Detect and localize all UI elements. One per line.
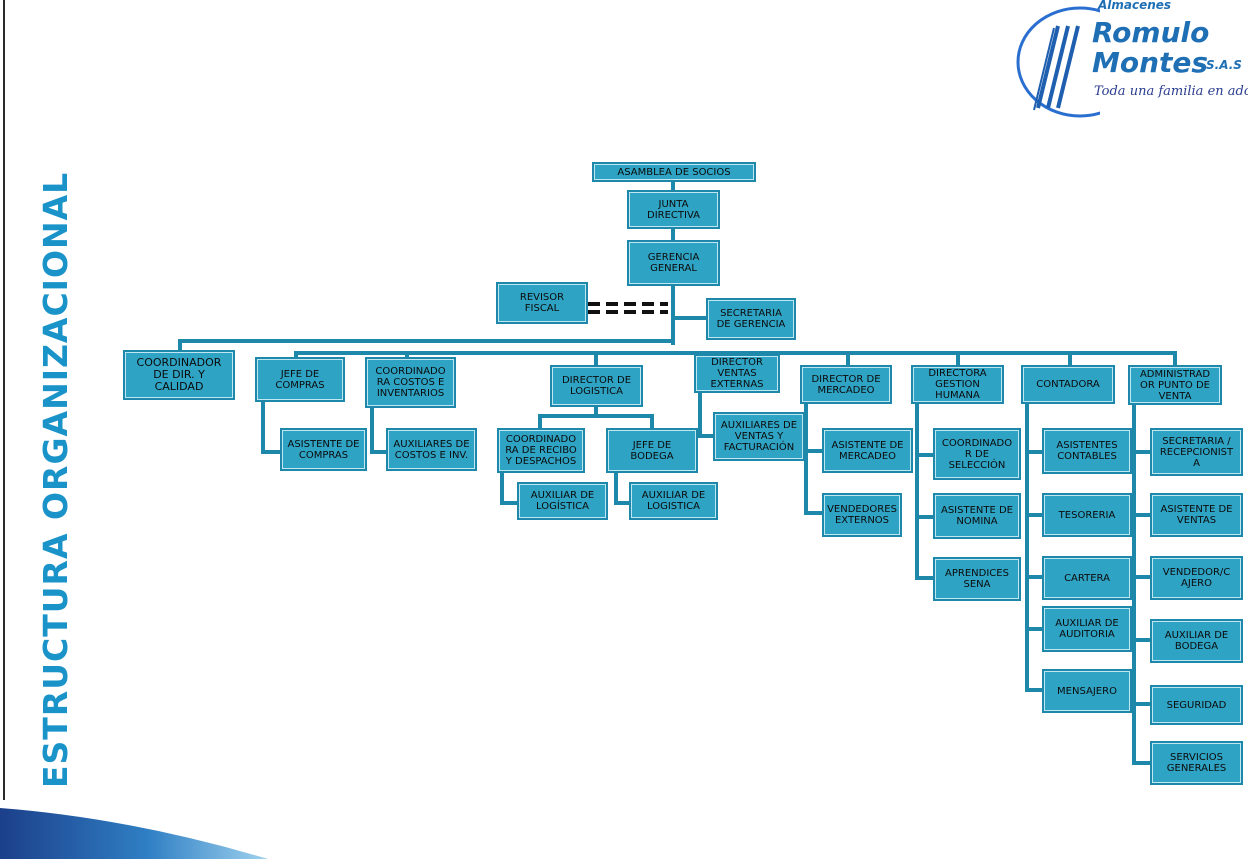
node-coordinador-dir-calidad: COORDINADOR DE DIR. Y CALIDAD xyxy=(123,350,235,400)
node-auxiliar-de-logistica-2: AUXILIAR DE LOGISTICA xyxy=(629,482,718,520)
node-director-ventas-externas: DIRECTOR VENTAS EXTERNAS xyxy=(694,354,780,393)
logo-name-line1: Romulo xyxy=(1092,16,1210,49)
node-jefe-de-compras: JEFE DE COMPRAS xyxy=(255,357,345,402)
node-asistente-de-ventas: ASISTENTE DE VENTAS xyxy=(1150,493,1243,537)
node-asistente-de-mercadeo: ASISTENTE DE MERCADEO xyxy=(822,428,913,473)
node-auxiliar-de-bodega: AUXILIAR DE BODEGA xyxy=(1150,619,1243,663)
node-tesoreria: TESORERIA xyxy=(1042,493,1132,537)
node-director-de-logistica: DIRECTOR DE LOGISTICA xyxy=(550,365,643,407)
logo-tagline: Toda una familia en adorn xyxy=(1094,84,1248,99)
logo-suffix: S.A.S xyxy=(1206,58,1242,72)
left-border-line xyxy=(3,0,5,800)
node-contadora: CONTADORA xyxy=(1021,365,1115,404)
node-jefe-de-bodega: JEFE DE BODEGA xyxy=(606,428,698,473)
node-director-de-mercadeo: DIRECTOR DE MERCADEO xyxy=(800,365,892,404)
node-auxiliar-de-logistica-1: AUXILIAR DE LOGÍSTICA xyxy=(517,482,608,520)
node-mensajero: MENSAJERO xyxy=(1042,669,1132,713)
node-auxiliares-costos: AUXILIARES DE COSTOS E INV. xyxy=(386,428,477,471)
node-secretaria-recepcionista: SECRETARIA / RECEPCIONIST A xyxy=(1150,428,1243,476)
node-junta-directiva: JUNTA DIRECTIVA xyxy=(627,190,720,229)
node-servicios-generales: SERVICIOS GENERALES xyxy=(1150,741,1243,785)
node-vendedor-cajero: VENDEDOR/C AJERO xyxy=(1150,556,1243,600)
node-auxiliares-ventas-facturacion: AUXILIARES DE VENTAS Y FACTURACIÓN xyxy=(713,412,805,461)
logo-mark-icon xyxy=(1016,6,1100,118)
node-asistente-de-nomina: ASISTENTE DE NOMINA xyxy=(933,493,1021,539)
logo-top-text: Almacenes xyxy=(1098,0,1172,12)
node-coordinador-de-seleccion: COORDINADO R DE SELECCIÓN xyxy=(933,428,1021,480)
node-cartera: CARTERA xyxy=(1042,556,1132,600)
node-asamblea-de-socios: ASAMBLEA DE SOCIOS xyxy=(592,162,756,182)
node-coordinadora-recibo-despachos: COORDINADO RA DE RECIBO Y DESPACHOS xyxy=(497,428,585,473)
node-auxiliar-de-auditoria: AUXILIAR DE AUDITORIA xyxy=(1042,606,1132,652)
node-secretaria-de-gerencia: SECRETARIA DE GERENCIA xyxy=(706,298,796,340)
node-asistentes-contables: ASISTENTES CONTABLES xyxy=(1042,428,1132,474)
node-aprendices-sena: APRENDICES SENA xyxy=(933,557,1021,601)
node-administrador-punto-de-venta: ADMINISTRAD OR PUNTO DE VENTA xyxy=(1128,365,1222,405)
node-vendedores-externos: VENDEDORES EXTERNOS xyxy=(822,493,902,537)
company-logo: Almacenes Romulo Montes S.A.S Toda una f… xyxy=(1010,0,1248,120)
node-asistente-de-compras: ASISTENTE DE COMPRAS xyxy=(280,428,367,471)
decorative-wedge xyxy=(0,808,268,859)
node-gerencia-general: GERENCIA GENERAL xyxy=(627,240,720,286)
node-seguridad: SEGURIDAD xyxy=(1150,685,1243,725)
node-revisor-fiscal: REVISOR FISCAL xyxy=(496,282,588,324)
node-coordinadora-costos: COORDINADO RA COSTOS E INVENTARIOS xyxy=(365,357,456,408)
node-directora-gestion-humana: DIRECTORA GESTION HUMANA xyxy=(911,365,1004,404)
logo-name-line2: Montes xyxy=(1092,46,1209,79)
